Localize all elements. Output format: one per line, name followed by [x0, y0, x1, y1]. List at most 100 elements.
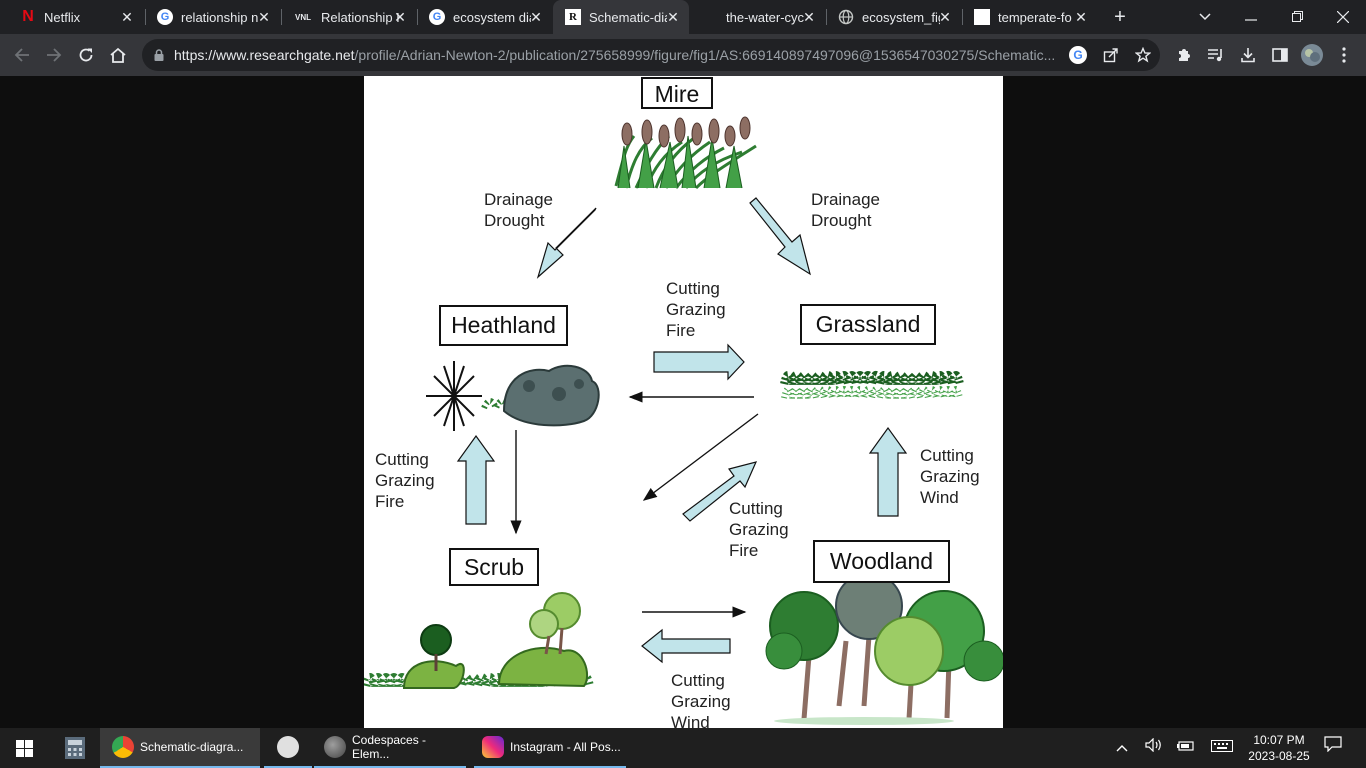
tab-separator	[962, 9, 963, 25]
taskbar-label: Schematic-diagra...	[140, 740, 244, 754]
browser-toolbar: https://www.researchgate.net/profile/Adr…	[0, 34, 1366, 76]
tab-ecosystem-fig[interactable]: ecosystem_fig ✕	[826, 0, 961, 34]
reload-button[interactable]	[73, 42, 99, 68]
media-controls-icon[interactable]	[1203, 42, 1229, 68]
tab-schematic-diagram[interactable]: R Schematic-dia ✕	[553, 0, 689, 34]
tab-water-cycle[interactable]: the-water-cyc ✕	[690, 0, 825, 34]
tab-relationship-vnl[interactable]: VNL Relationship I ✕	[281, 0, 416, 34]
woodland-box: Woodland	[813, 540, 950, 583]
close-icon[interactable]: ✕	[667, 9, 679, 25]
scrub-illustration	[364, 592, 594, 689]
tab-title: the-water-cyc	[726, 9, 804, 25]
google-lens-icon[interactable]: G	[1069, 46, 1087, 64]
tab-search-button[interactable]	[1182, 0, 1228, 34]
home-button[interactable]	[105, 42, 131, 68]
volume-icon[interactable]	[1142, 728, 1166, 768]
vnl-icon: VNL	[295, 12, 311, 22]
restore-button[interactable]	[1274, 0, 1320, 34]
url-domain: https://www.researchgate.net	[174, 47, 355, 63]
google-icon: G	[157, 9, 173, 25]
show-hidden-icons-button[interactable]	[1110, 728, 1134, 768]
instagram-icon	[482, 736, 504, 758]
more-menu-icon[interactable]	[1331, 42, 1357, 68]
mire-box: Mire	[641, 77, 713, 109]
label-mire-to-grassland: Drainage Drought	[811, 190, 880, 230]
tab-separator	[281, 9, 282, 25]
label-woodland-to-scrub: Cutting Grazing Wind	[671, 671, 731, 728]
profile-avatar[interactable]	[1299, 42, 1325, 68]
tab-relationship-search[interactable]: G relationship n ✕	[145, 0, 280, 34]
netflix-icon: N	[22, 8, 34, 25]
tab-ecosystem-search[interactable]: G ecosystem dia ✕	[417, 0, 552, 34]
tab-netflix[interactable]: N Netflix ✕	[8, 0, 143, 34]
download-icon[interactable]	[1235, 42, 1261, 68]
close-icon[interactable]: ✕	[803, 9, 815, 25]
clock-date: 2023-08-25	[1248, 749, 1310, 763]
system-clock[interactable]: 10:07 PM 2023-08-25	[1236, 732, 1322, 764]
tab-title: Netflix	[44, 9, 81, 25]
ecosystem-schematic-figure: Mire Heathland Grassland Scrub Woodland …	[364, 76, 1003, 728]
bookmark-star-icon[interactable]	[1133, 45, 1153, 65]
page-icon	[974, 9, 990, 25]
blank-icon	[702, 9, 718, 25]
label-mire-to-heathland: Drainage Drought	[484, 190, 553, 230]
minor-transition-arrows	[510, 391, 759, 618]
close-icon[interactable]: ✕	[121, 9, 133, 25]
label-scrub-to-heathland: Cutting Grazing Fire	[375, 450, 435, 511]
scrub-box: Scrub	[449, 548, 539, 586]
tab-temperate-forest[interactable]: temperate-fo ✕	[962, 0, 1097, 34]
battery-icon[interactable]	[1174, 728, 1198, 768]
close-icon[interactable]: ✕	[530, 9, 542, 25]
heathland-box: Heathland	[439, 305, 568, 346]
process-arrows	[456, 197, 908, 664]
label-woodland-to-grassland: Cutting Grazing Wind	[920, 446, 980, 507]
forward-button[interactable]	[41, 42, 67, 68]
keyboard-icon[interactable]	[1208, 728, 1236, 768]
close-icon[interactable]: ✕	[394, 9, 406, 25]
windows-taskbar: Schematic-diagra... Codespaces - Elem...…	[0, 728, 1366, 768]
address-bar[interactable]: https://www.researchgate.net/profile/Adr…	[142, 39, 1160, 71]
tab-title: ecosystem_fig	[862, 9, 940, 25]
clock-time: 10:07 PM	[1253, 733, 1305, 747]
grassland-illustration	[780, 371, 964, 399]
back-button[interactable]	[9, 42, 35, 68]
taskbar-chrome-schematic[interactable]: Schematic-diagra...	[100, 728, 260, 768]
tab-separator	[826, 9, 827, 25]
taskbar-app-button[interactable]	[264, 728, 312, 768]
url-text[interactable]: https://www.researchgate.net/profile/Adr…	[174, 47, 1066, 63]
close-window-button[interactable]	[1320, 0, 1366, 34]
chrome-icon	[112, 736, 134, 758]
notifications-icon[interactable]	[1320, 728, 1346, 768]
tab-separator	[417, 9, 418, 25]
extensions-icon[interactable]	[1171, 42, 1197, 68]
calculator-taskbar-button[interactable]	[52, 728, 98, 768]
share-icon[interactable]	[1101, 45, 1121, 65]
grassland-box: Grassland	[800, 304, 936, 345]
label-heathland-to-grassland: Cutting Grazing Fire	[666, 279, 726, 340]
label-scrub-to-grassland: Cutting Grazing Fire	[729, 499, 789, 560]
globe-icon	[838, 9, 854, 25]
mire-reeds-illustration	[614, 116, 757, 190]
taskbar-instagram[interactable]: Instagram - All Pos...	[474, 728, 626, 768]
close-icon[interactable]: ✕	[939, 9, 951, 25]
side-panel-icon[interactable]	[1267, 42, 1293, 68]
researchgate-icon: R	[565, 9, 581, 25]
lock-icon	[154, 48, 164, 61]
new-tab-button[interactable]: +	[1114, 6, 1126, 28]
start-button[interactable]	[0, 728, 48, 768]
tab-title: relationship n	[181, 9, 259, 25]
tab-separator	[145, 9, 146, 25]
heathland-illustration	[426, 361, 600, 431]
app-icon	[277, 736, 299, 758]
tab-title: Schematic-dia	[589, 9, 667, 25]
taskbar-label: Codespaces - Elem...	[352, 733, 427, 761]
chrome-icon	[324, 736, 346, 758]
close-icon[interactable]: ✕	[1075, 9, 1087, 25]
close-icon[interactable]: ✕	[258, 9, 270, 25]
tab-title: Relationship I	[321, 9, 399, 25]
windows-icon	[15, 739, 33, 757]
minimize-button[interactable]	[1228, 0, 1274, 34]
page-viewport: Mire Heathland Grassland Scrub Woodland …	[0, 76, 1366, 728]
figure-graphics	[364, 116, 1003, 725]
taskbar-chrome-codespaces[interactable]: Codespaces - Elem...	[314, 728, 466, 768]
